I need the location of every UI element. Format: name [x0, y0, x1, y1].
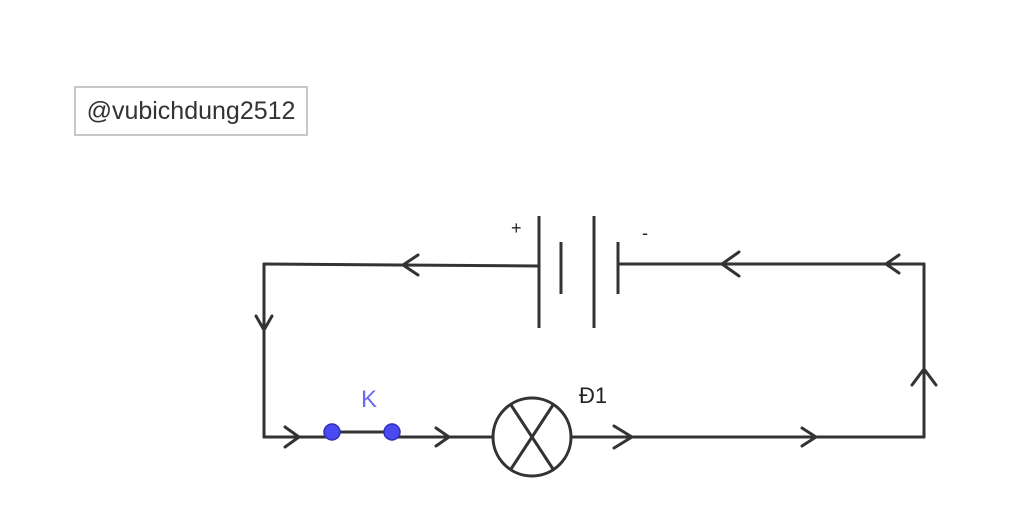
battery-minus-label: - [642, 223, 648, 243]
switch-terminal-right [383, 423, 401, 441]
switch-label: K [361, 386, 377, 413]
arrow-bottom-4 [800, 426, 818, 448]
arrow-bottom-1 [283, 425, 301, 449]
lamp-cross-2 [509, 403, 555, 471]
wire-top-left [262, 262, 540, 268]
arrow-top-middle [720, 250, 741, 278]
arrow-top-left [401, 253, 420, 277]
arrow-bottom-2 [434, 426, 451, 448]
arrow-bottom-3 [612, 424, 634, 450]
watermark-text: @vubichdung2512 [74, 86, 308, 136]
switch-terminal-left [323, 423, 341, 441]
arrow-right-up [910, 367, 938, 387]
arrow-left-down [254, 314, 274, 332]
arrow-top-right [884, 253, 901, 275]
lamp-label: Đ1 [579, 383, 607, 408]
battery-plus-label: + [511, 218, 522, 238]
